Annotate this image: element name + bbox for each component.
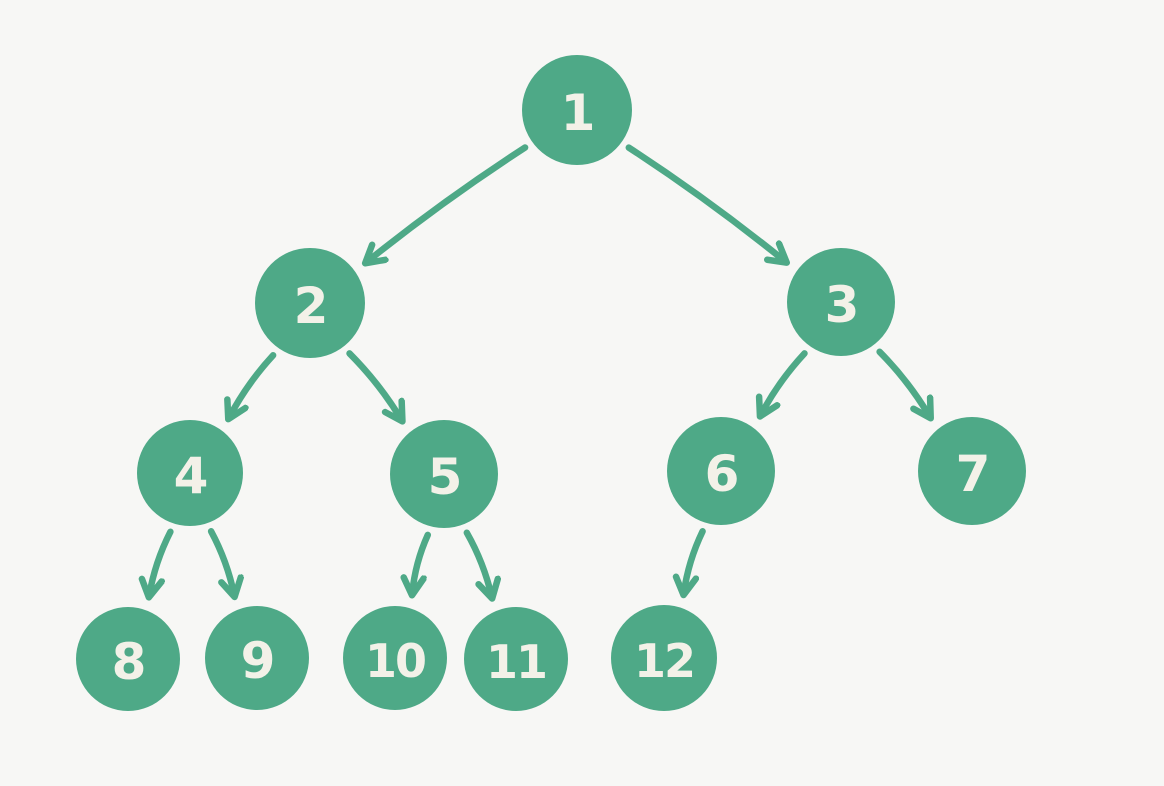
tree-node-8: 8 [76, 607, 180, 711]
edge-5-10 [412, 531, 432, 593]
tree-node-6: 6 [667, 417, 775, 525]
edge-3-7 [876, 348, 930, 417]
tree-node-3: 3 [787, 248, 895, 356]
node-circle-6 [667, 417, 775, 525]
node-label-9: 9 [241, 632, 274, 690]
node-circle-10 [343, 606, 447, 710]
tree-node-9: 9 [205, 606, 309, 710]
node-circle-8 [76, 607, 180, 711]
edge-1-3 [625, 144, 785, 262]
node-label-8: 8 [112, 633, 145, 691]
tree-node-7: 7 [918, 417, 1026, 525]
edge-3-6 [761, 350, 808, 414]
edge-4-9 [207, 528, 234, 595]
node-label-4: 4 [174, 447, 207, 505]
tree-node-2: 2 [255, 248, 365, 358]
node-circle-5 [390, 420, 498, 528]
edge-6-12 [684, 528, 706, 593]
tree-node-11: 11 [464, 607, 568, 711]
node-circle-2 [255, 248, 365, 358]
node-label-10: 10 [365, 634, 425, 688]
edge-2-4 [229, 352, 277, 417]
tree-node-4: 4 [137, 420, 243, 526]
tree-node-12: 12 [611, 605, 717, 711]
node-label-3: 3 [825, 276, 858, 334]
node-circle-1 [522, 55, 632, 165]
edge-5-11 [463, 529, 492, 597]
node-circle-7 [918, 417, 1026, 525]
edge-2-5 [346, 350, 402, 419]
node-label-6: 6 [705, 445, 738, 503]
node-circle-11 [464, 607, 568, 711]
node-label-1: 1 [561, 84, 594, 142]
node-label-11: 11 [486, 635, 546, 689]
tree-node-5: 5 [390, 420, 498, 528]
edge-4-8 [149, 528, 174, 596]
node-label-7: 7 [956, 445, 989, 503]
tree-node-10: 10 [343, 606, 447, 710]
node-circle-9 [205, 606, 309, 710]
node-circle-3 [787, 248, 895, 356]
node-label-12: 12 [634, 634, 694, 688]
edge-1-2 [367, 144, 529, 263]
node-circle-4 [137, 420, 243, 526]
node-label-5: 5 [428, 448, 461, 506]
node-circle-12 [611, 605, 717, 711]
edges-layer [149, 144, 930, 597]
tree-node-1: 1 [522, 55, 632, 165]
node-label-2: 2 [294, 277, 327, 335]
